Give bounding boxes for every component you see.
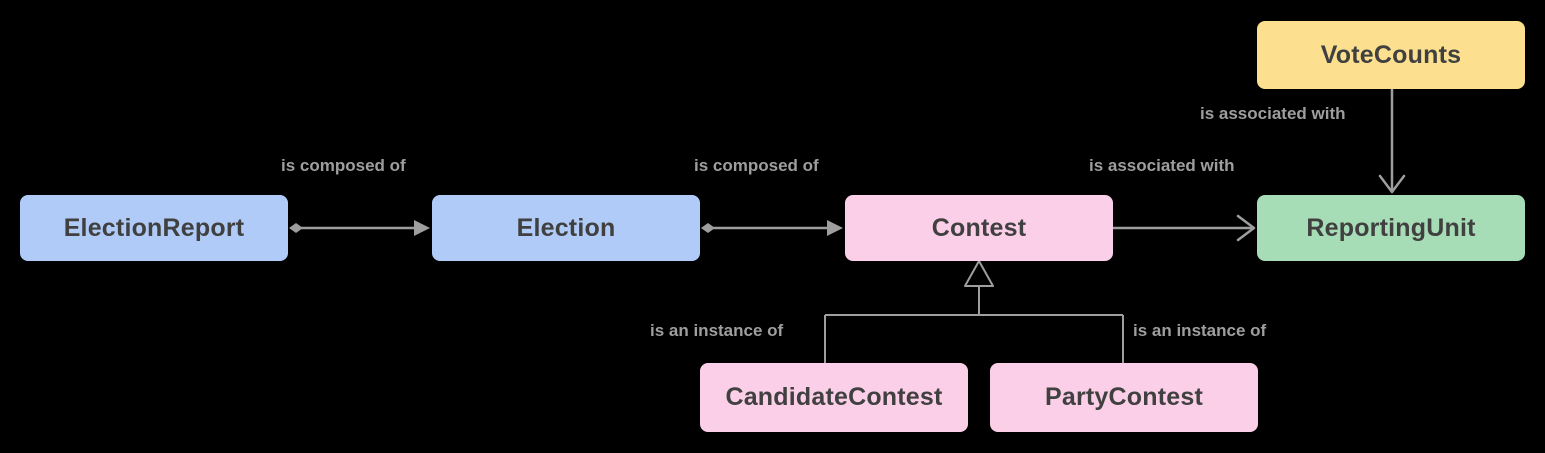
arrowhead-icon <box>414 220 430 236</box>
node-label: Contest <box>931 213 1027 242</box>
node-election-report[interactable]: ElectionReport <box>20 195 288 261</box>
edge-election-contest <box>701 220 843 236</box>
node-reporting-unit[interactable]: ReportingUnit <box>1257 195 1525 261</box>
node-label: CandidateContest <box>725 383 943 411</box>
edge-label-election-contest: is composed of <box>694 156 819 175</box>
node-contest[interactable]: Contest <box>845 195 1113 261</box>
edge-electionreport-election <box>289 220 430 236</box>
node-candidate-contest[interactable]: CandidateContest <box>700 363 968 432</box>
node-label: Election <box>516 213 616 242</box>
node-label: VoteCounts <box>1320 40 1462 69</box>
node-party-contest[interactable]: PartyContest <box>990 363 1258 432</box>
generalization-triangle-icon <box>964 260 994 287</box>
edge-votecounts-reportingunit <box>1378 89 1406 194</box>
open-arrowhead-icon <box>1378 174 1406 194</box>
edge-label-electionreport-election: is composed of <box>281 156 406 175</box>
node-election[interactable]: Election <box>432 195 700 261</box>
node-label: PartyContest <box>1045 383 1203 411</box>
node-label: ReportingUnit <box>1306 213 1476 242</box>
edge-generalization-tree <box>824 260 1124 363</box>
node-vote-counts[interactable]: VoteCounts <box>1257 21 1525 89</box>
arrowhead-icon <box>827 220 843 236</box>
edge-label-candidatecontest-contest: is an instance of <box>650 321 784 340</box>
edge-label-contest-reportingunit: is associated with <box>1089 156 1235 175</box>
aggregation-diamond-icon <box>289 223 303 233</box>
open-arrowhead-icon <box>1236 214 1256 242</box>
aggregation-diamond-icon <box>701 223 715 233</box>
node-label: ElectionReport <box>63 213 245 242</box>
edge-label-votecounts-reportingunit: is associated with <box>1200 104 1346 123</box>
edge-contest-reportingunit <box>1113 214 1256 242</box>
edge-label-partycontest-contest: is an instance of <box>1133 321 1267 340</box>
